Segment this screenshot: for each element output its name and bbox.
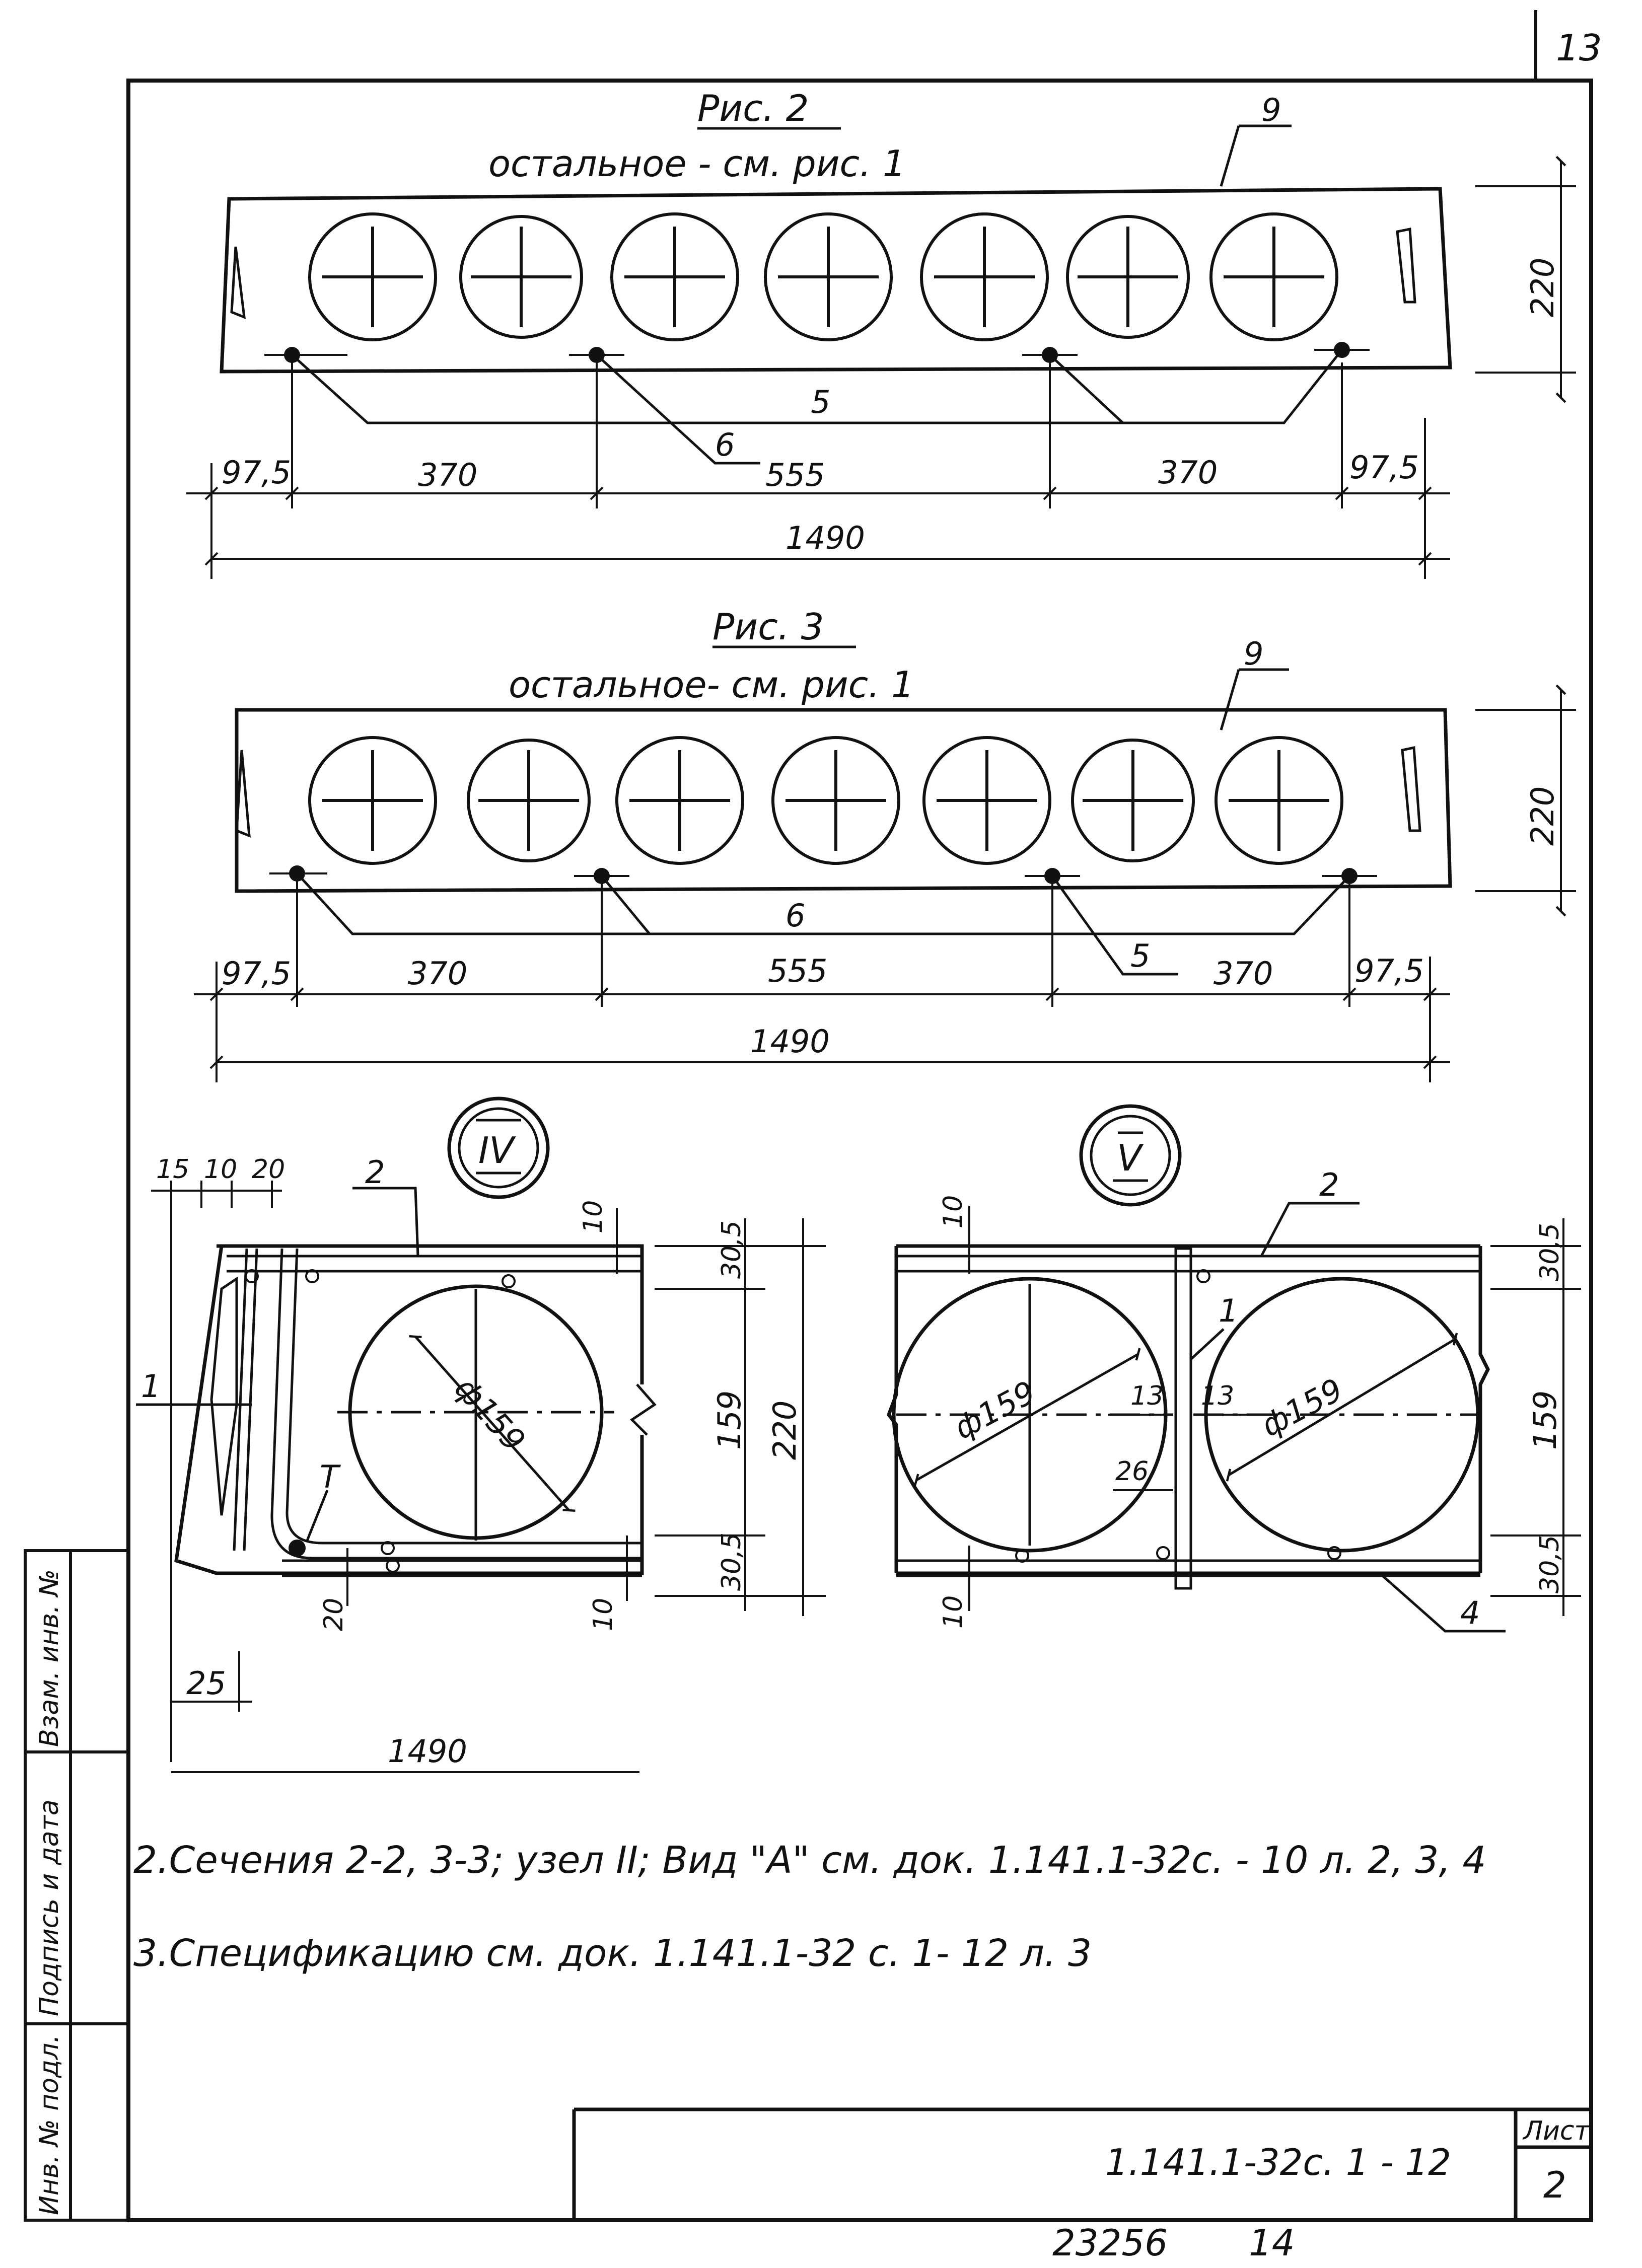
fig2-slab-outline <box>220 187 1452 374</box>
node4-dim-10-top: 10 <box>578 1200 608 1233</box>
fig3-dim-97-5-right: 97,5 <box>1354 953 1424 989</box>
node5: V ф159 ф159 <box>887 1104 1581 1633</box>
node4-label: IV <box>478 1129 516 1172</box>
node4-dim-10: 10 <box>204 1154 237 1185</box>
node4-dim-20: 20 <box>252 1154 285 1185</box>
node4-dim-159: 159 <box>711 1391 748 1450</box>
fig2-dim-370-right: 370 <box>1158 454 1218 491</box>
fig3-height-220: 220 <box>1524 786 1561 846</box>
fig3-dim-555: 555 <box>768 953 827 989</box>
node5-dim-30-5-top: 30,5 <box>1535 1223 1565 1281</box>
fig2-dim-555: 555 <box>765 457 825 493</box>
fig2-height-220: 220 <box>1524 258 1561 317</box>
sheet-frame <box>126 10 1593 2222</box>
fig2-title: Рис. 2 <box>697 87 809 129</box>
node5-callout-4: 4 <box>1460 1594 1480 1631</box>
stamp-replace-inv: Взам. инв. № <box>34 1569 64 1747</box>
fig3-dim-370-right: 370 <box>1213 955 1273 992</box>
fig3-subtitle: остальное- см. рис. 1 <box>509 664 914 706</box>
node4-dim-25: 25 <box>186 1665 226 1702</box>
fig3-dim-370-left: 370 <box>408 955 467 992</box>
node5-callout-1: 1 <box>1219 1292 1238 1329</box>
fig2-dim-97-5-left: 97,5 <box>222 454 291 491</box>
side-stamp <box>24 1549 130 2222</box>
node5-dim-13-right: 13 <box>1201 1381 1234 1411</box>
fig3-callout-6: 6 <box>786 897 805 934</box>
fig2-voids <box>308 212 1338 341</box>
fig3-dim-97-5-left: 97,5 <box>222 955 291 992</box>
fig2: Рис. 2 остальное - см. рис. 1 <box>186 87 1576 579</box>
node5-dim-26: 26 <box>1115 1456 1149 1487</box>
fig2-dim-370-left: 370 <box>418 457 477 493</box>
node4-section-outline <box>174 1244 644 1575</box>
node5-diameter-right: ф159 <box>1255 1371 1349 1444</box>
fig2-callout-6: 6 <box>715 426 735 463</box>
fig2-rebars <box>284 342 1350 363</box>
page-number: 13 <box>1556 27 1602 69</box>
fig3-rebars <box>289 865 1358 884</box>
fig3-title: Рис. 3 <box>712 606 824 648</box>
node5-dim-30-5-bottom: 30,5 <box>1535 1535 1565 1593</box>
node5-dim-159: 159 <box>1527 1391 1563 1450</box>
node5-dim-13-left: 13 <box>1130 1381 1164 1411</box>
node4-dim-20: 20 <box>319 1598 349 1631</box>
fig3-voids <box>308 736 1343 865</box>
fig2-subtitle: остальное - см. рис. 1 <box>488 142 906 185</box>
sheet-number: 2 <box>1543 2164 1566 2206</box>
node4-diameter: ф159 <box>448 1370 533 1458</box>
node5-dim-10-bottom: 10 <box>938 1595 968 1629</box>
node4-dim-10-bottom: 10 <box>588 1598 618 1631</box>
node4-dim-15: 15 <box>156 1154 189 1185</box>
node4-dim-220: 220 <box>766 1401 803 1460</box>
footer-page-index: 14 <box>1249 2222 1295 2264</box>
node4-dim-30-5-bottom: 30,5 <box>717 1532 747 1591</box>
node4-callout-t: T <box>320 1458 341 1495</box>
fig3-callout-5: 5 <box>1130 937 1150 974</box>
sheet-label: Лист <box>1522 2116 1590 2146</box>
title-block <box>572 2107 1591 2220</box>
node5-callout-2: 2 <box>1319 1166 1339 1203</box>
note-specification: 3.Спецификацию см. док. 1.141.1-32 с. 1-… <box>133 1932 1092 1975</box>
stamp-signature-date: Подпись и дата <box>34 1799 64 2016</box>
stamp-inv-number: Инв. № подл. <box>34 2034 64 2215</box>
archive-number: 23256 <box>1052 2222 1168 2264</box>
fig2-callout-5: 5 <box>811 384 830 420</box>
node4-callout-1: 1 <box>141 1368 161 1405</box>
fig2-dim-97-5-right: 97,5 <box>1349 449 1419 486</box>
node4-dim-30-5-top: 30,5 <box>717 1220 747 1279</box>
node5-section-outline <box>887 1244 1490 1575</box>
node4-callout-2: 2 <box>365 1154 385 1191</box>
fig3-callout-9: 9 <box>1244 635 1263 672</box>
doc-code: 1.141.1-32с. 1 - 12 <box>1105 2141 1451 2183</box>
fig3: Рис. 3 остальное- см. рис. 1 <box>194 606 1576 1082</box>
node4-marker-outer <box>447 1096 550 1199</box>
fig2-callout-9: 9 <box>1261 92 1281 128</box>
node4-dim-1490: 1490 <box>388 1733 467 1770</box>
node5-marker-outer <box>1079 1104 1182 1207</box>
fig2-dim-1490: 1490 <box>786 520 865 556</box>
fig3-dim-1490: 1490 <box>750 1023 830 1060</box>
node5-label: V <box>1117 1137 1144 1179</box>
node5-dim-10-top: 10 <box>938 1195 968 1228</box>
node4: IV 15 10 20 <box>136 1096 826 1773</box>
note-sections: 2.Сечения 2-2, 3-3; узел II; Вид "А" см.… <box>133 1839 1486 1882</box>
